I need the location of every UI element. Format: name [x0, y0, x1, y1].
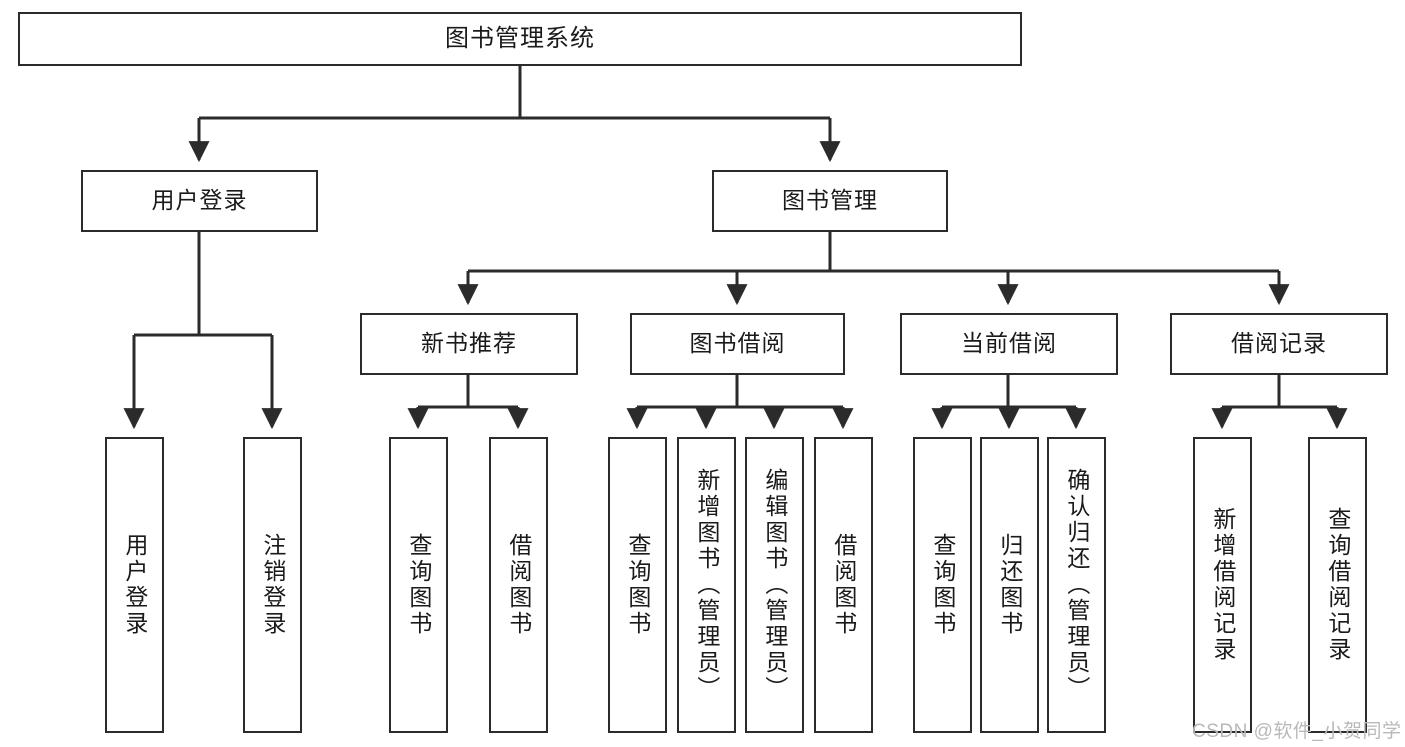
node-leaf-borrow-book-recommend[interactable]: 借阅图书 — [489, 437, 548, 733]
node-book-borrow[interactable]: 图书借阅 — [630, 313, 845, 375]
node-leaf-query-book-current[interactable]: 查询图书 — [913, 437, 972, 733]
node-label: 归还图书 — [996, 533, 1023, 637]
node-borrow-record[interactable]: 借阅记录 — [1170, 313, 1388, 375]
node-leaf-query-book-borrow[interactable]: 查询图书 — [608, 437, 667, 733]
node-label: 借阅图书 — [505, 533, 532, 637]
node-leaf-edit-book-admin[interactable]: 编辑图书（管理员） — [745, 437, 804, 733]
node-current-borrow[interactable]: 当前借阅 — [900, 313, 1118, 375]
node-root-book-management-system[interactable]: 图书管理系统 — [18, 12, 1022, 66]
node-label: 编辑图书（管理员） — [761, 468, 788, 702]
node-leaf-return-book[interactable]: 归还图书 — [980, 437, 1039, 733]
node-label: 借阅记录 — [1231, 330, 1327, 357]
node-leaf-query-book-recommend[interactable]: 查询图书 — [389, 437, 448, 733]
node-label: 图书管理 — [782, 187, 878, 214]
node-user-login[interactable]: 用户登录 — [81, 170, 318, 232]
node-leaf-user-login[interactable]: 用户登录 — [105, 437, 164, 733]
node-label: 图书管理系统 — [445, 24, 595, 52]
node-leaf-logout[interactable]: 注销登录 — [243, 437, 302, 733]
node-label: 查询图书 — [624, 533, 651, 637]
node-leaf-borrow-book[interactable]: 借阅图书 — [814, 437, 873, 733]
node-label: 借阅图书 — [830, 533, 857, 637]
node-label: 新书推荐 — [421, 330, 517, 357]
node-label: 查询借阅记录 — [1324, 507, 1351, 663]
node-new-book-recommend[interactable]: 新书推荐 — [360, 313, 578, 375]
node-book-management[interactable]: 图书管理 — [712, 170, 948, 232]
node-label: 当前借阅 — [961, 330, 1057, 357]
node-label: 新增借阅记录 — [1209, 507, 1236, 663]
node-label: 图书借阅 — [689, 330, 786, 357]
node-leaf-confirm-return-admin[interactable]: 确认归还（管理员） — [1047, 437, 1106, 733]
csdn-watermark: CSDN @软件_小贺同学 — [1192, 721, 1402, 742]
node-leaf-add-book-admin[interactable]: 新增图书（管理员） — [677, 437, 736, 733]
node-label: 查询图书 — [405, 533, 432, 637]
node-leaf-add-borrow-record[interactable]: 新增借阅记录 — [1193, 437, 1252, 733]
node-label: 新增图书（管理员） — [693, 468, 720, 702]
node-label: 用户登录 — [151, 187, 248, 214]
node-label: 查询图书 — [929, 533, 956, 637]
node-label: 确认归还（管理员） — [1063, 468, 1090, 702]
node-label: 注销登录 — [259, 533, 286, 637]
node-leaf-query-borrow-record[interactable]: 查询借阅记录 — [1308, 437, 1367, 733]
node-label: 用户登录 — [121, 533, 148, 637]
